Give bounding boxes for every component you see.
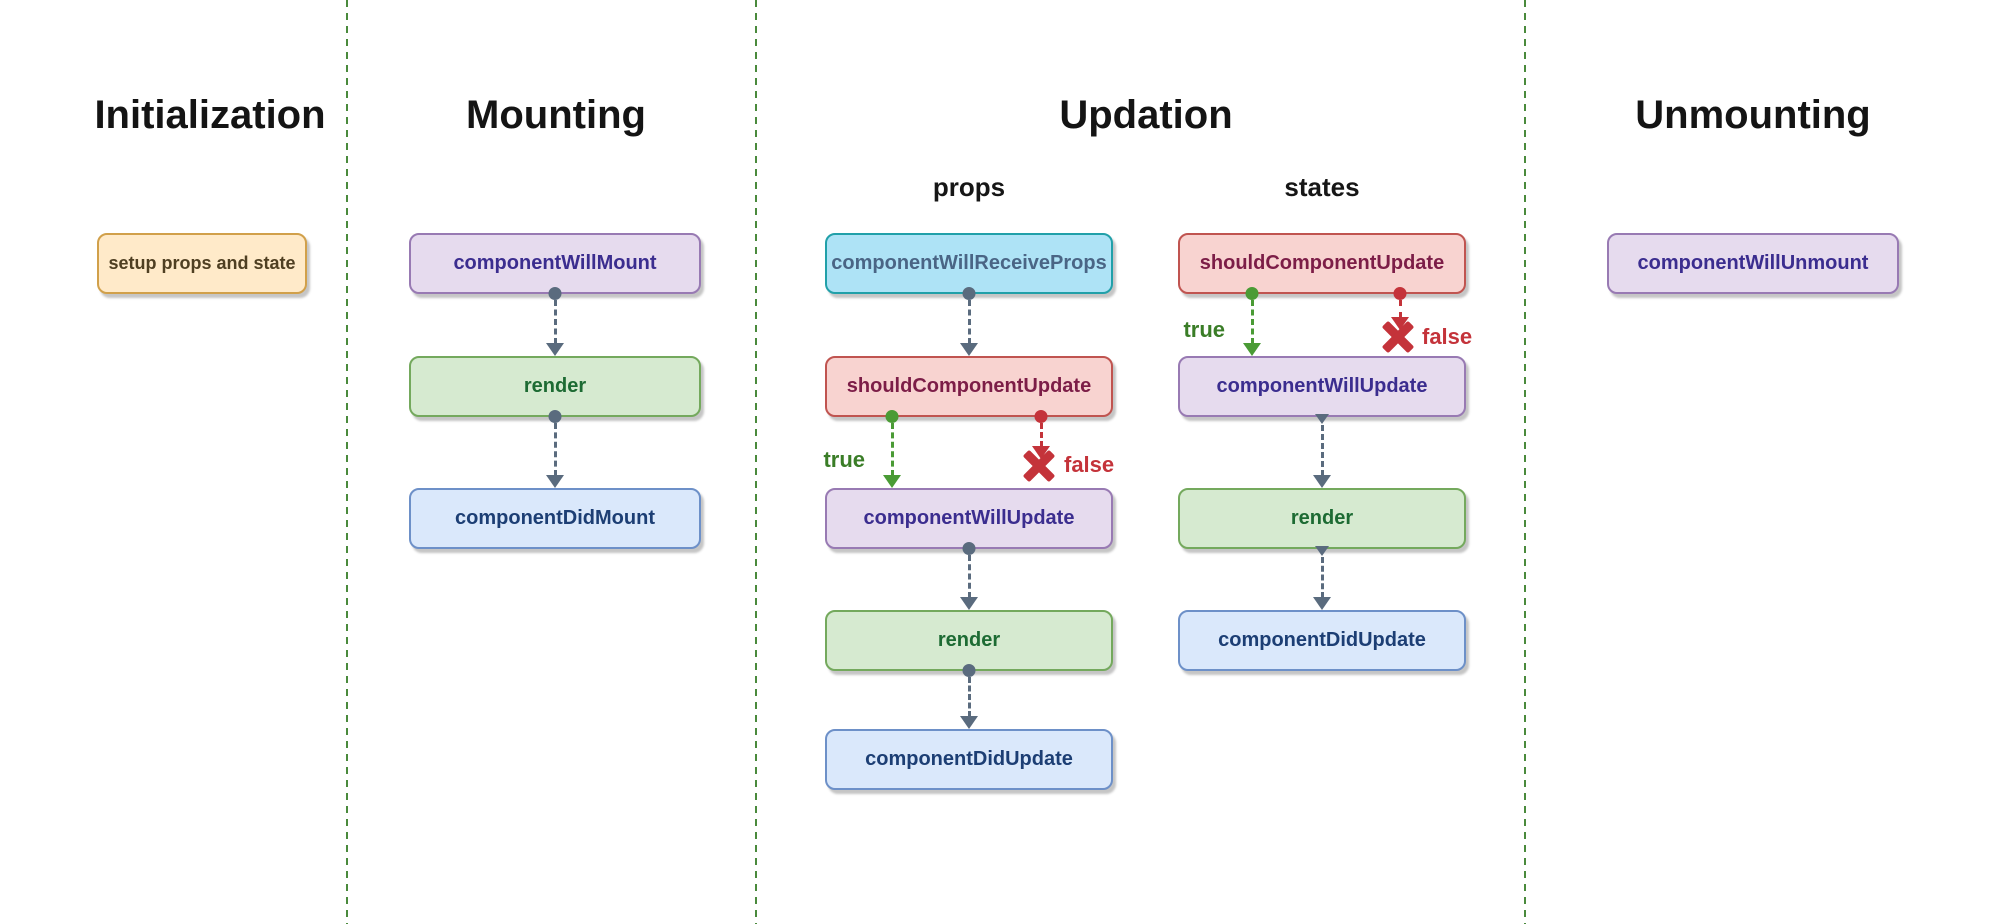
node-component-did-update-states: componentDidUpdate [1178,610,1466,671]
arrow-render-to-did-mount [545,410,565,488]
arrow-dashed-line [967,300,971,344]
arrow-true-branch-props [882,410,902,488]
arrow-dashed-line [553,423,557,476]
node-render-states: render [1178,488,1466,549]
arrow-head-icon [1313,597,1331,610]
arrow-start-triangle [1315,546,1329,556]
arrow-start-dot [548,287,562,300]
arrow-head-icon [960,716,978,729]
section-divider [346,0,348,924]
arrow-dashed-line [1398,300,1402,318]
false-x-icon [1022,449,1056,483]
arrow-will-update-to-render-states [1312,414,1332,488]
arrow-dashed-line [967,677,971,717]
arrow-true-branch-states [1242,287,1262,356]
true-label: true [1183,317,1225,342]
arrow-start-dot [962,664,976,677]
false-label: false [1422,324,1473,349]
arrow-will-update-to-render-props [959,542,979,610]
arrow-dashed-line [1250,300,1254,344]
arrow-head-icon [1243,343,1261,356]
node-setup-props-and-state: setup props and state [97,233,307,294]
node-component-did-update-props: componentDidUpdate [825,729,1113,790]
arrow-head-icon [883,475,901,488]
arrow-dashed-line [553,300,557,344]
arrow-head-icon [960,597,978,610]
arrow-start-dot [1393,287,1407,300]
node-component-will-receive-props: componentWillReceiveProps [825,233,1113,294]
arrow-render-to-did-update-states [1312,546,1332,610]
node-component-will-update-states: componentWillUpdate [1178,356,1466,417]
arrow-head-icon [1313,475,1331,488]
arrow-start-dot [548,410,562,423]
node-component-will-mount: componentWillMount [409,233,701,294]
section-title-mounting: Mounting [466,93,646,137]
arrow-start-dot [1245,287,1259,300]
node-component-will-unmount: componentWillUnmount [1607,233,1899,294]
arrow-render-to-did-update-props [959,664,979,729]
node-component-will-update-props: componentWillUpdate [825,488,1113,549]
arrow-start-dot [962,542,976,555]
arrow-dashed-line [1320,425,1324,476]
false-label: false [1064,452,1115,477]
arrow-dashed-line [1320,557,1324,598]
arrow-dashed-line [1039,423,1043,447]
arrow-start-dot [1034,410,1048,423]
arrow-will-mount-to-render [545,287,565,356]
section-title-unmounting: Unmounting [1635,93,1871,137]
arrow-start-dot [885,410,899,423]
section-title-initialization: Initialization [94,93,326,137]
arrow-start-triangle [1315,414,1329,424]
arrow-head-icon [546,343,564,356]
arrow-receive-props-to-should-update [959,287,979,356]
section-divider [1524,0,1526,924]
column-label-props: props [932,172,1006,202]
node-render-props: render [825,610,1113,671]
section-divider [755,0,757,924]
false-x-icon [1381,320,1415,354]
node-component-did-mount: componentDidMount [409,488,701,549]
true-label: true [823,447,865,472]
arrow-start-dot [962,287,976,300]
node-should-component-update-states: shouldComponentUpdate [1178,233,1466,294]
arrow-dashed-line [890,423,894,476]
node-render-mounting: render [409,356,701,417]
arrow-head-icon [960,343,978,356]
arrow-dashed-line [967,555,971,598]
node-should-component-update-props: shouldComponentUpdate [825,356,1113,417]
section-title-updation: Updation [1059,93,1233,137]
column-label-states: states [1284,172,1360,202]
arrow-head-icon [546,475,564,488]
